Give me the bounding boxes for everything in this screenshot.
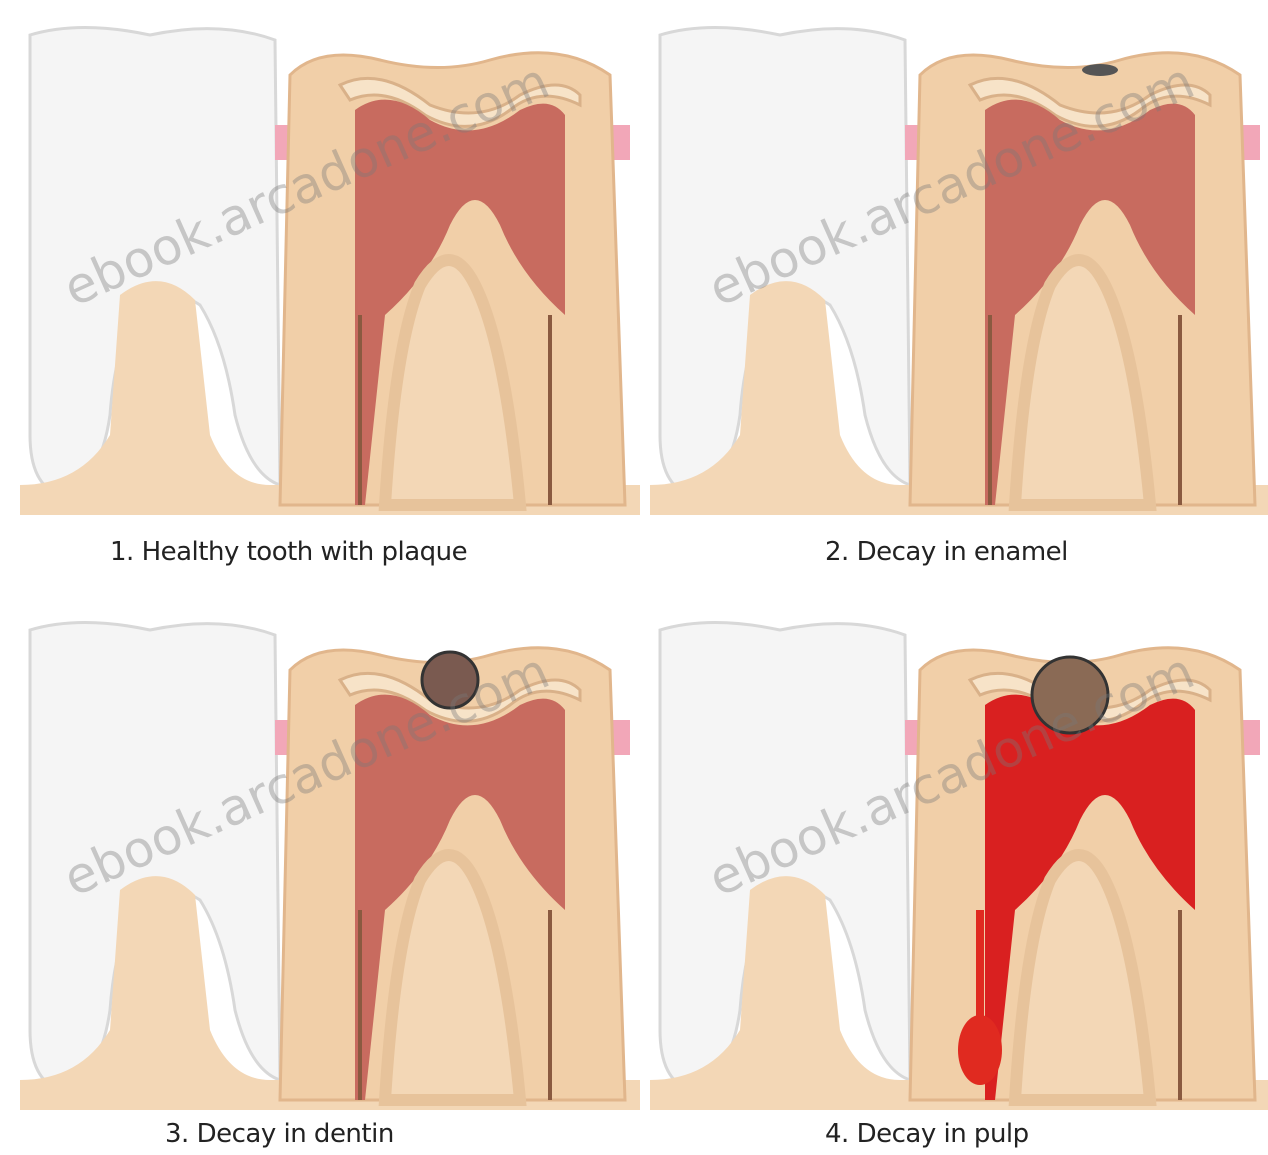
panel-healthy-tooth: [20, 15, 640, 525]
pulp-decay-cavity: [1032, 657, 1108, 733]
abscess: [958, 1015, 1002, 1085]
caption-panel-2: 2. Decay in enamel: [825, 537, 1068, 567]
caption-panel-3: 3. Decay in dentin: [165, 1119, 394, 1149]
panel-decay-dentin: [20, 610, 640, 1120]
caption-panel-4: 4. Decay in pulp: [825, 1119, 1029, 1149]
enamel-decay-spot: [1082, 64, 1118, 76]
panel-decay-enamel: [650, 15, 1268, 525]
caption-panel-1: 1. Healthy tooth with plaque: [110, 537, 467, 567]
dentin-decay-cavity: [422, 652, 478, 708]
panel-decay-pulp: [650, 610, 1268, 1120]
